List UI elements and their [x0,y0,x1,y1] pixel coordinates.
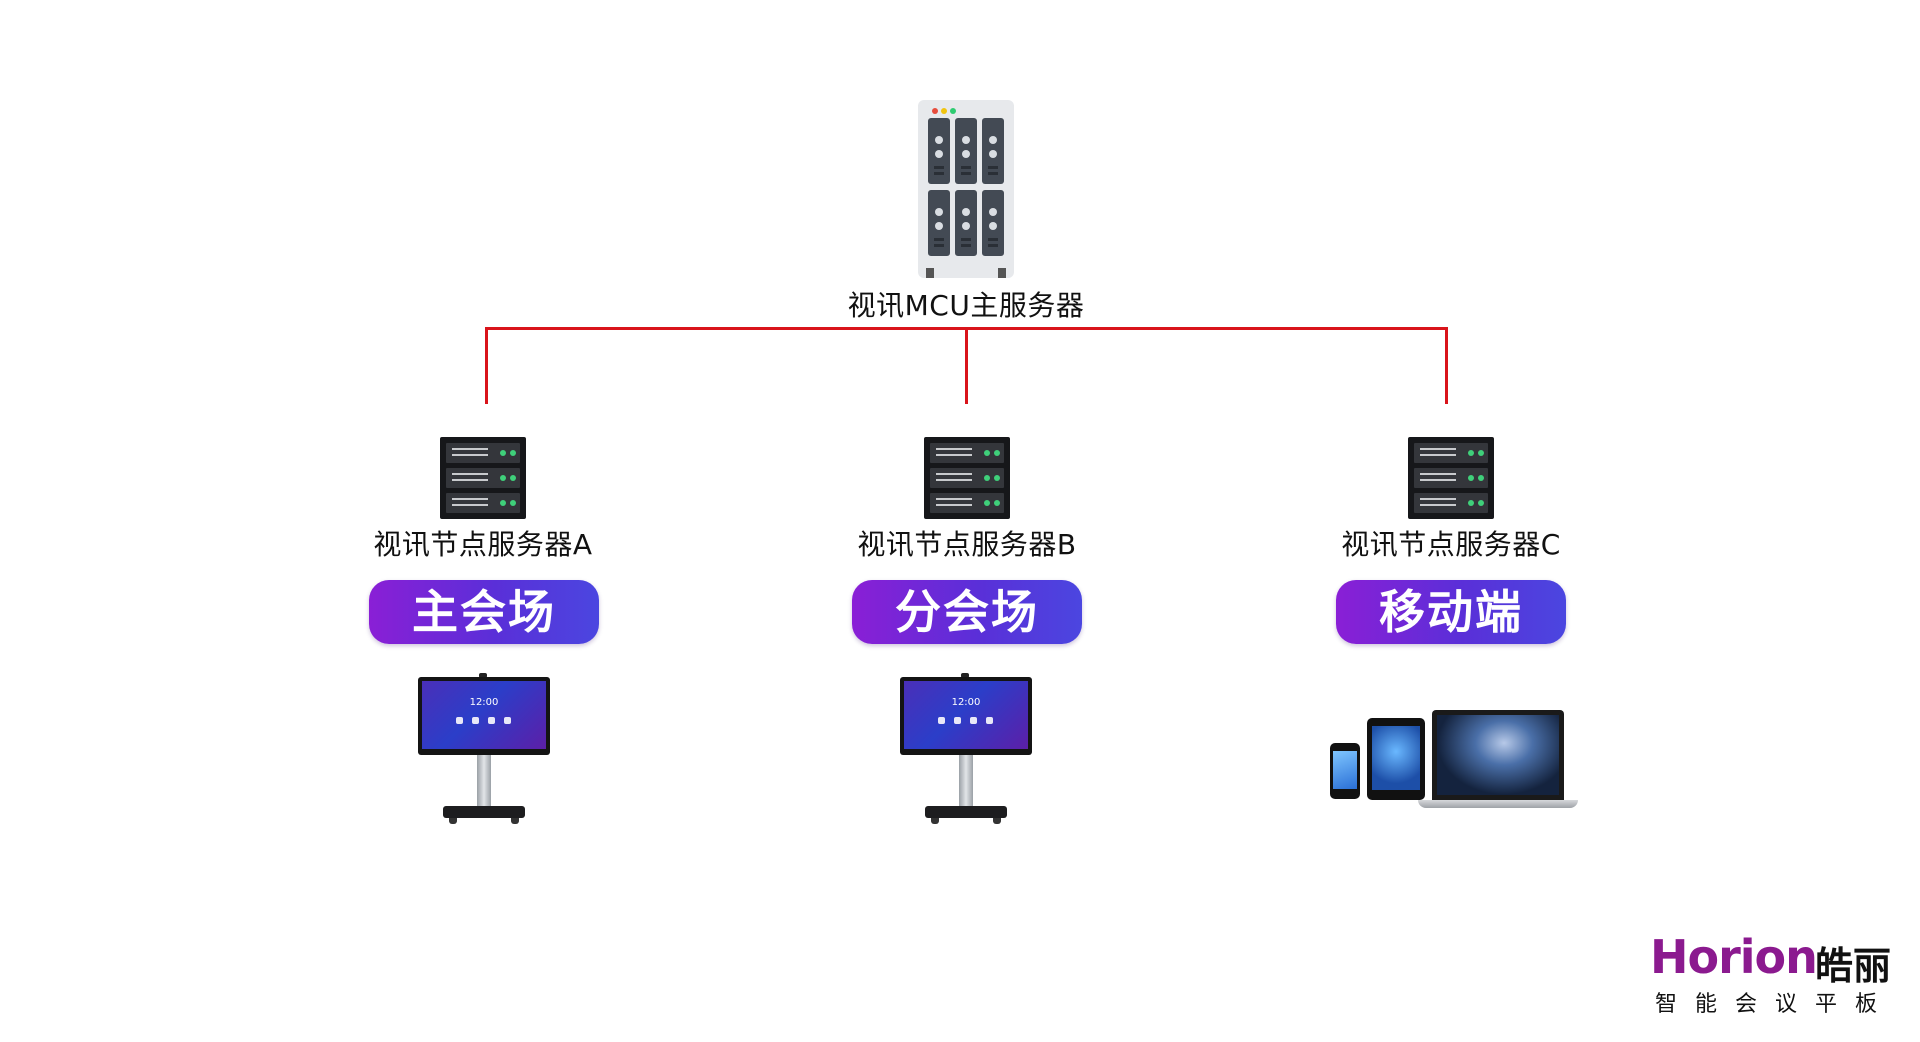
laptop-base [1418,800,1578,808]
smartphone-icon [1330,743,1360,799]
panel-a-stand [477,755,491,811]
node-server-b-label: 视讯节点服务器B [857,528,1077,561]
horion-logo: Horion [1650,930,1818,984]
category-pill-mobile: 移动端 [1336,580,1566,644]
panel-a-camera [479,673,487,678]
category-pill-branch-venue: 分会场 [852,580,1082,644]
interactive-panel-a-icon: 12:00 [418,677,550,755]
panel-a-clock: 12:00 [469,697,499,708]
connector-to-node-a [485,327,488,404]
node-server-a-label: 视讯节点服务器A [373,528,593,561]
panel-b-camera [961,673,969,678]
node-server-b-icon [924,437,1010,519]
interactive-panel-b-icon: 12:00 [900,677,1032,755]
brand-chinese-name: 皓丽 [1815,944,1892,988]
node-server-c-label: 视讯节点服务器C [1341,528,1561,561]
panel-b-clock: 12:00 [951,697,981,708]
node-server-a-icon [440,437,526,519]
brand-tagline: 智能会议平板 [1655,992,1896,1017]
category-pill-main-venue: 主会场 [369,580,599,644]
panel-a-base [443,806,525,818]
connector-to-node-c [1445,327,1448,404]
laptop-icon [1432,710,1564,800]
mcu-server-label: 视讯MCU主服务器 [847,289,1085,322]
tablet-icon [1367,718,1425,800]
mcu-server-icon [918,100,1014,278]
connector-to-node-b [965,327,968,404]
panel-b-stand [959,755,973,811]
node-server-c-icon [1408,437,1494,519]
panel-b-base [925,806,1007,818]
